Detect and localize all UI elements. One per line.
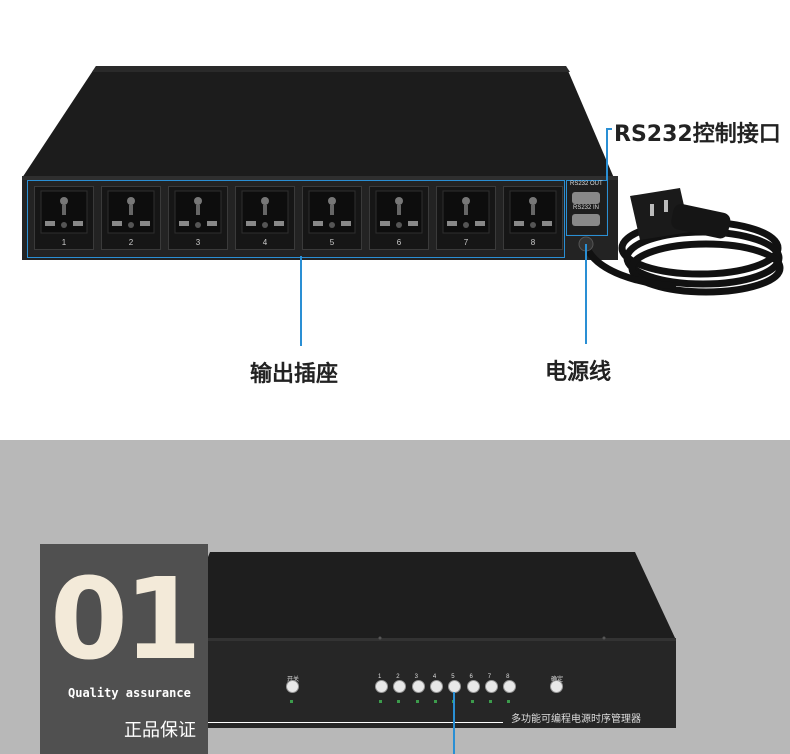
outlet-socket-icon [308, 190, 356, 234]
outlet-7: 7 [436, 186, 496, 250]
outlet-number: 1 [61, 238, 67, 247]
channel-button-8[interactable] [503, 680, 517, 693]
channel-number: 8 [506, 674, 510, 680]
outlet-socket-icon [375, 190, 423, 234]
device-name-label: 多功能可编程电源时序管理器 [511, 714, 641, 725]
channel-number: 4 [432, 674, 437, 680]
channel-button-row: 1 2 3 4 5 6 7 8 [375, 672, 525, 712]
outlet-socket-icon [442, 190, 490, 234]
channel-number: 7 [487, 674, 492, 680]
channel-number: 1 [378, 674, 382, 680]
channel-number: 3 [414, 674, 418, 680]
channel-button-4[interactable] [429, 680, 443, 693]
channel-button-2[interactable] [393, 680, 407, 693]
quality-badge: 01 Quality assurance 正品保证 [40, 544, 208, 754]
channel-led [415, 700, 419, 703]
outlet-1: 1 [34, 186, 94, 250]
outlet-number: 6 [396, 238, 402, 247]
channel-led [433, 700, 437, 703]
outlet-6: 6 [369, 186, 429, 250]
outlet-row: 1 2 3 4 5 6 7 8 [34, 186, 563, 252]
rs232-callout-tick [606, 128, 612, 130]
rs232-out-label: RS232 OUT [570, 181, 603, 187]
channel-callout-line [453, 692, 455, 754]
rs232-callout-label: RS232控制接口 [614, 122, 781, 147]
outlet-2: 2 [101, 186, 161, 250]
confirm-button[interactable] [550, 680, 563, 693]
channel-led [470, 700, 474, 703]
product-diagram-section: 1 2 3 4 5 6 7 8 RS232 OUT RS232 IN RS232控制接口 输出… [22, 66, 784, 387]
channel-number: 2 [396, 674, 400, 680]
outlet-number: 5 [329, 238, 335, 247]
rs232-in-label: RS232 IN [573, 205, 600, 211]
power-led [290, 700, 293, 703]
badge-underline [208, 722, 503, 723]
channel-led [488, 700, 492, 703]
outlet-number: 4 [262, 238, 268, 247]
outlet-number: 7 [463, 238, 469, 247]
badge-number: 01 [50, 555, 202, 685]
power-switch-button[interactable] [286, 680, 299, 693]
outlets-callout-line [300, 256, 302, 346]
outlets-highlight-frame [27, 180, 565, 258]
outlet-socket-icon [107, 190, 155, 234]
badge-chinese: 正品保证 [124, 720, 196, 741]
rs232-highlight-frame [566, 180, 608, 236]
channel-number: 6 [469, 674, 473, 680]
outlet-5: 5 [302, 186, 362, 250]
outlet-socket-icon [40, 190, 88, 234]
outlets-callout-label: 输出插座 [250, 362, 339, 387]
outlet-socket-icon [174, 190, 222, 234]
outlet-socket-icon [509, 190, 557, 234]
channel-led [397, 700, 401, 703]
power-callout-line [585, 244, 587, 344]
channel-button-1[interactable] [375, 680, 388, 693]
rs232-callout-line [606, 128, 608, 180]
power-sequencer-front-image [175, 552, 676, 728]
outlet-socket-icon [241, 190, 289, 234]
outlet-number: 3 [195, 238, 201, 247]
channel-led [507, 700, 511, 703]
channel-button-3[interactable] [411, 680, 425, 693]
badge-english: Quality assurance [68, 686, 191, 700]
outlet-number: 2 [128, 238, 134, 247]
channel-led [379, 700, 382, 703]
outlet-number: 8 [530, 238, 536, 247]
outlet-3: 3 [168, 186, 228, 250]
outlet-8: 8 [503, 186, 563, 250]
outlet-4: 4 [235, 186, 295, 250]
channel-button-6[interactable] [466, 680, 480, 693]
channel-number: 5 [451, 674, 455, 680]
channel-button-7[interactable] [484, 680, 498, 693]
power-callout-label: 电源线 [545, 360, 612, 385]
